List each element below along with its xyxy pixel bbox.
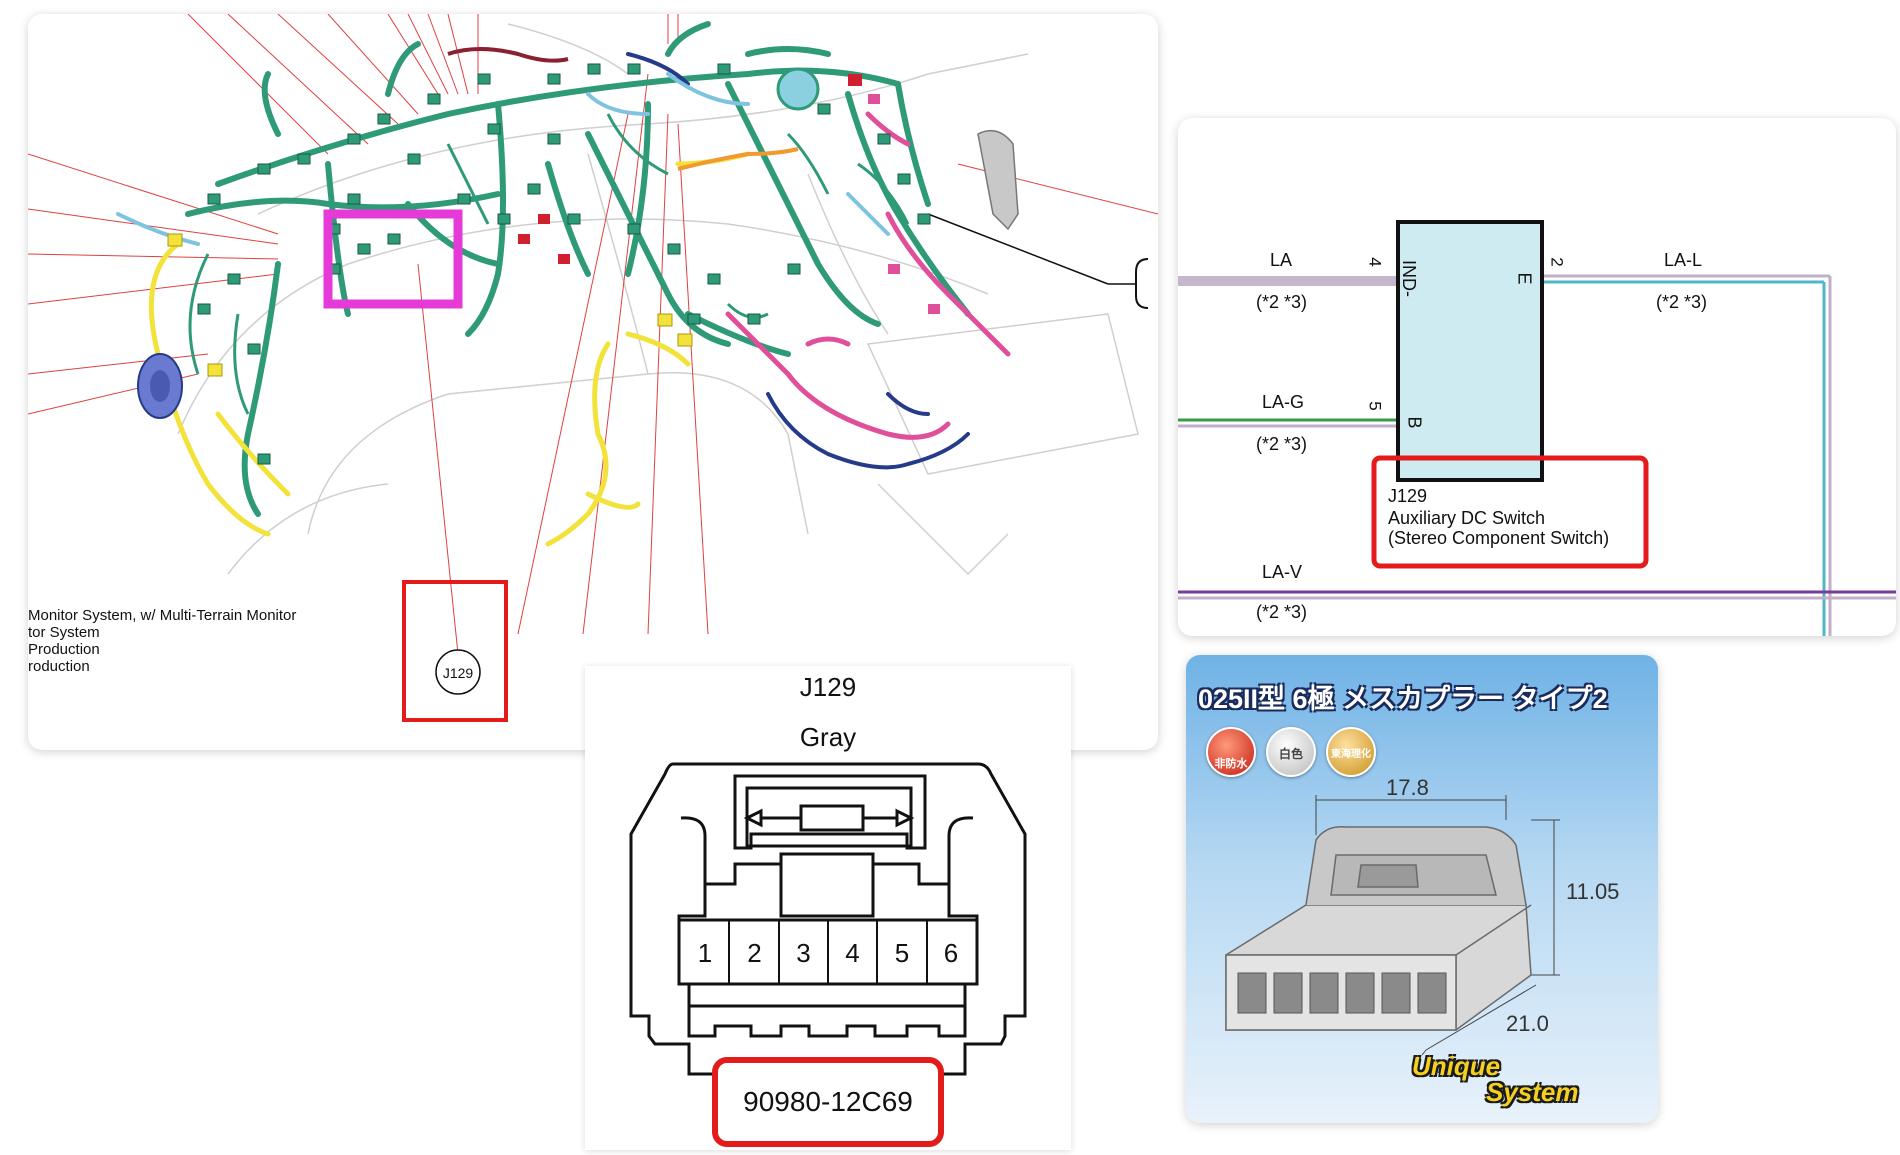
product-card: 025II型 6極 メスカプラー タイプ2 非防水 白色 東海理化 xyxy=(1186,655,1658,1123)
wire-label-la: LA xyxy=(1270,250,1293,270)
pin-label: 1 xyxy=(697,938,713,968)
wire-note-la: (*2 *3) xyxy=(1256,292,1308,312)
wire-note-la-l: (*2 *3) xyxy=(1656,292,1708,312)
harness-drawing xyxy=(28,14,1158,722)
brand-logo-line1: Unique xyxy=(1412,1051,1501,1081)
part-number: 90980-12C69 xyxy=(743,1086,913,1117)
j129-callout-label: J129 xyxy=(442,665,474,681)
connector-id: J129 xyxy=(799,672,857,702)
pin-label-b: B xyxy=(1404,416,1425,429)
pin-dividers xyxy=(728,920,928,984)
badge-label: 東海理化 xyxy=(1331,749,1371,760)
schematic-wires xyxy=(1178,220,1896,636)
highlight-box-j129 xyxy=(402,580,508,722)
badge-white: 白色 xyxy=(1266,727,1316,777)
pin-number-5: 5 xyxy=(1365,401,1385,411)
component-subtitle: (Stereo Component Switch) xyxy=(1388,528,1610,548)
badge-tokai-rika: 東海理化 xyxy=(1326,727,1376,777)
schematic-card: LA (*2 *3) 4 LA-G (*2 *3) 5 LA-L (*2 *3)… xyxy=(1178,118,1896,636)
component-name: Auxiliary DC Switch xyxy=(1388,508,1546,528)
brand-logo-line2: System xyxy=(1486,1077,1579,1107)
dimension-depth: 21.0 xyxy=(1506,1011,1549,1036)
wire-note-la-g: (*2 *3) xyxy=(1256,434,1308,454)
component-id: J129 xyxy=(1388,486,1428,506)
harness-diagram-card: J129 Monitor System, w/ Multi-Terrain Mo… xyxy=(28,14,1158,750)
wire-label-la-l: LA-L xyxy=(1664,250,1703,270)
harness-legend: Monitor System, w/ Multi-Terrain Monitor… xyxy=(28,607,296,675)
highlight-box-part-number xyxy=(712,1057,944,1147)
pin-label: 4 xyxy=(845,938,860,968)
product-title: 025II型 6極 メスカプラー タイプ2 xyxy=(1198,684,1608,714)
product-connector-render xyxy=(1225,795,1560,1056)
pin-number-2: 2 xyxy=(1547,257,1567,267)
pin-label: 2 xyxy=(747,938,762,968)
pin-label-ind: IND- xyxy=(1399,260,1419,297)
highlight-box-component xyxy=(1371,455,1649,569)
highlight-box-magenta xyxy=(323,209,463,309)
connector-face-card: J129 Gray xyxy=(585,666,1071,1150)
legend-line: tor System xyxy=(28,624,100,641)
pin-label: 5 xyxy=(894,938,910,968)
j129-callout-circle xyxy=(435,649,481,695)
wire-label-la-v: LA-V xyxy=(1262,562,1303,582)
legend-line: Monitor System, w/ Multi-Terrain Monitor xyxy=(28,607,297,624)
dimension-width: 17.8 xyxy=(1386,775,1429,800)
badge-non-waterproof: 非防水 xyxy=(1206,727,1256,777)
legend-line: Production xyxy=(28,641,100,658)
wire-note-la-v: (*2 *3) xyxy=(1256,602,1308,622)
badge-label: 白色 xyxy=(1278,747,1303,761)
pin-label: 6 xyxy=(943,938,959,968)
pin-label: 3 xyxy=(796,938,811,968)
badge-label: 非防水 xyxy=(1214,758,1248,770)
connector-color: Gray xyxy=(799,722,857,752)
dimension-height: 11.05 xyxy=(1566,879,1620,904)
switch-component-box xyxy=(1396,220,1544,482)
pin-number-4: 4 xyxy=(1365,257,1385,267)
pin-label-e: E xyxy=(1514,272,1535,285)
wire-label-la-g: LA-G xyxy=(1262,392,1305,412)
legend-line: roduction xyxy=(28,658,90,675)
connector-face-drawing xyxy=(629,762,1027,1147)
